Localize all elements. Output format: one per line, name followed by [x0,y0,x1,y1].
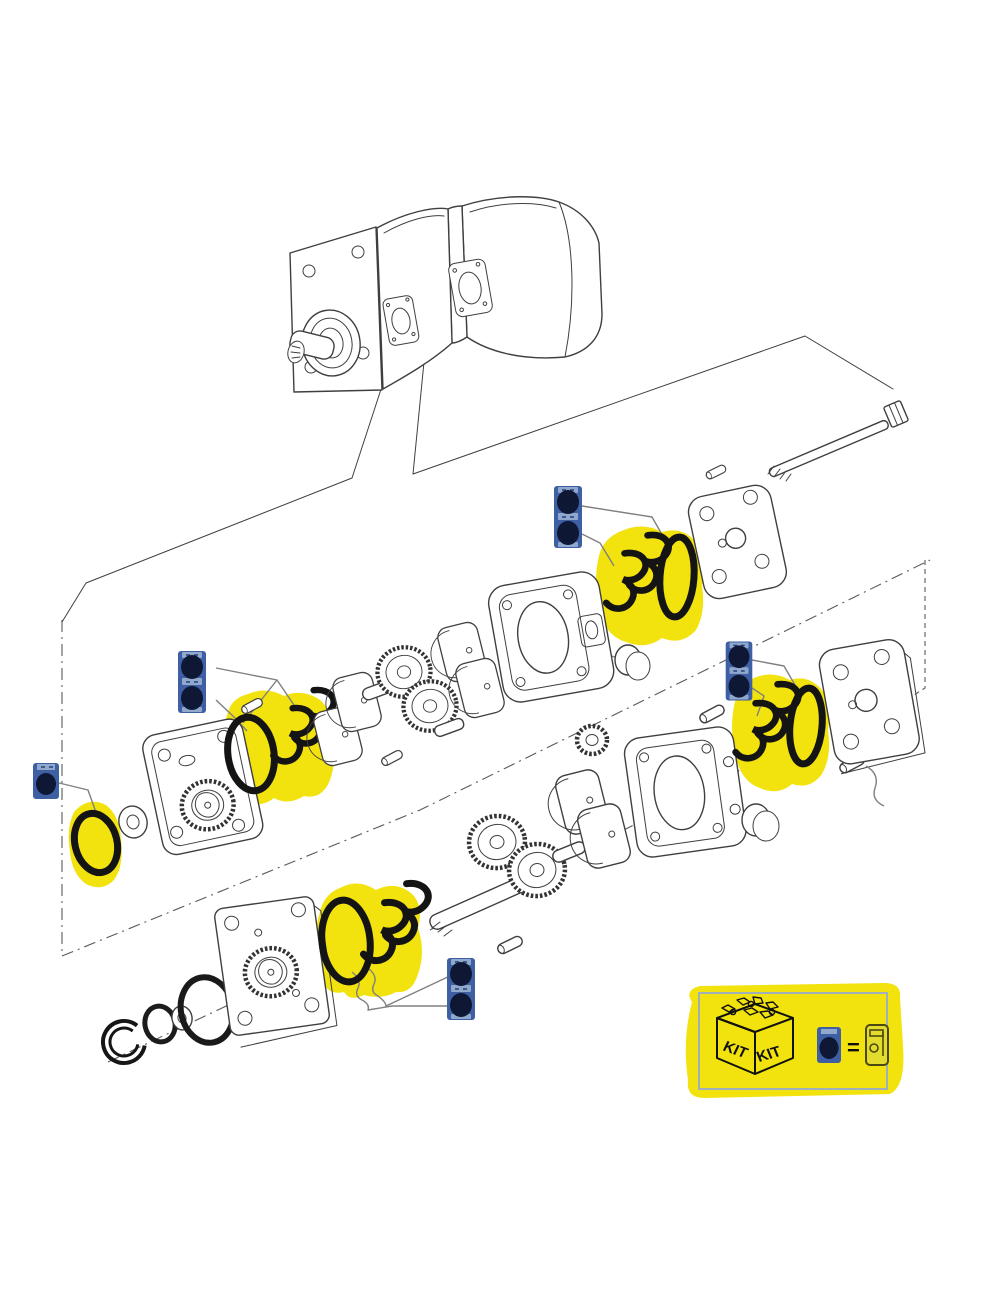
coupling-bushing [574,723,610,757]
dowel-pin [379,748,405,768]
mounting-flange-plate [214,896,338,1048]
navy-plug-single [32,762,60,800]
rear-seal-kit [735,681,826,768]
splined-drive-shaft [287,309,361,377]
centerline-main-axis [61,559,931,957]
front-o-ring-icon [70,809,122,877]
rear-cover-plate [818,639,926,775]
expansion-line-v [412,361,425,475]
navy-plug-pair-rear [724,640,754,702]
front-seal-kit [224,687,336,795]
front-flange-body [142,718,264,856]
kit-legend: KIT KIT = [685,983,904,1098]
kit-label-right: KIT [754,1043,784,1066]
rear-body [461,196,603,359]
bolt-axis-line [905,560,926,701]
dowel-pin [495,934,525,956]
gear-pair [361,643,465,738]
o-ring-icon [656,533,698,621]
expansion-line-left [61,376,386,623]
expansion-line-right [412,335,894,475]
port-plug [614,644,651,681]
kit-label-left: KIT [720,1038,751,1062]
port-face-2 [448,258,493,318]
port-face-1 [382,295,420,346]
kit-part-icon [865,1024,889,1066]
cup-plug [741,803,780,842]
kit-cube-icon [716,996,794,1075]
break-line [865,765,885,807]
assembled-pump [287,196,603,393]
upper-seal-kit [606,532,698,621]
dowel-pin [704,463,728,481]
legend-highlight-blob [685,983,904,1098]
lower-row-parts [101,639,926,1065]
pump-body-rear [623,726,747,858]
bottom-seal-kit [318,880,431,986]
navy-plug-pair-bottom [446,957,476,1021]
end-cover-plate [687,484,788,600]
o-ring-icon [318,896,374,986]
navy-plug-pair-upper [553,485,583,549]
o-ring-icon [786,684,826,768]
through-bolt [767,400,909,482]
shaft-bushing [118,805,148,839]
snap-ring [101,1019,147,1065]
dowel-pin [697,702,727,726]
pump-body-front [487,571,615,703]
equals-sign: = [847,1035,860,1060]
o-ring-icon [224,713,278,795]
gear-shaft-group [429,812,586,937]
navy-plug-icon [817,1027,841,1063]
navy-plug-pair-front [177,650,207,714]
expansion-lines [61,335,894,623]
upper-row-parts [32,400,909,877]
